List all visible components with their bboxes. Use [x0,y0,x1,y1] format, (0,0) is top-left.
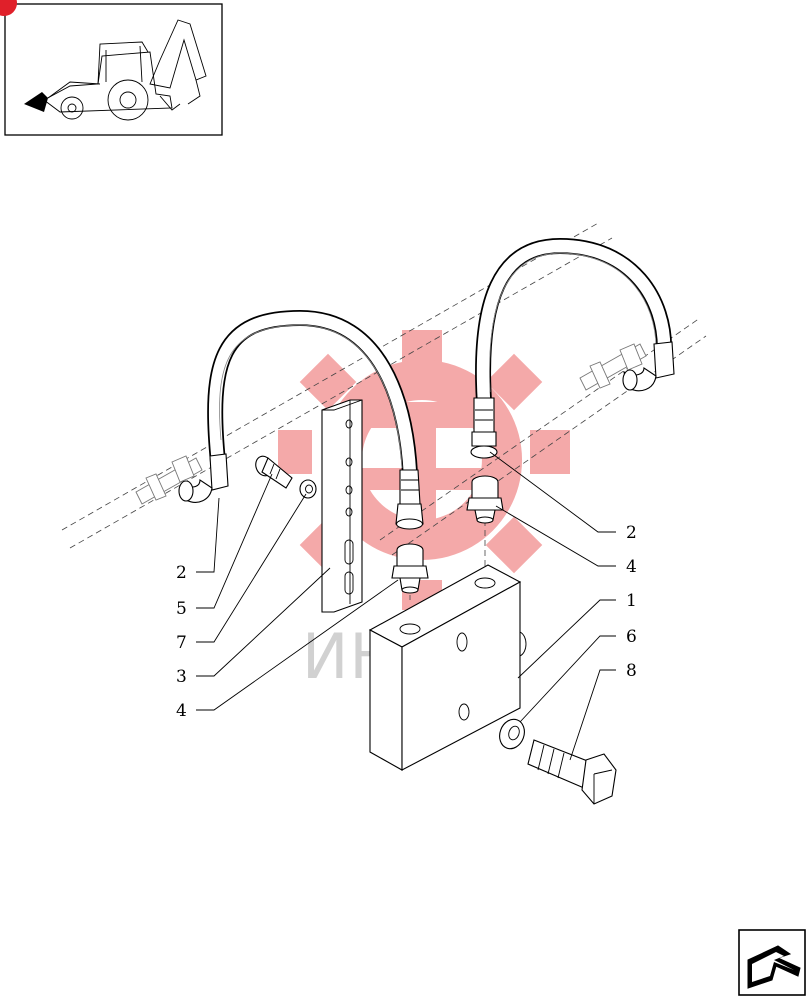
adapter-fitting-right[interactable] [466,475,504,524]
hydraulic-hose-left[interactable] [178,309,424,530]
bracket-plate[interactable] [321,399,363,613]
callout-2-left: 2 [176,563,187,583]
callout-3: 3 [176,667,187,687]
callout-2-right: 2 [626,523,637,543]
adapter-fitting-left[interactable] [391,543,429,594]
callout-4-left: 4 [176,701,187,721]
callout-numbers: 2 5 7 3 4 2 4 1 6 8 [176,523,637,721]
red-marker-icon [0,0,17,16]
valve-block[interactable] [368,564,527,771]
ghost-pipe-right [579,343,647,391]
leader-lines [196,451,616,761]
callout-5: 5 [176,599,187,619]
hex-screw-8[interactable] [527,739,617,805]
callout-4-right: 4 [626,557,637,577]
thumbnail-panel[interactable] [0,0,223,136]
callout-7: 7 [176,633,187,653]
screw-5[interactable] [253,454,293,489]
ghost-pipe-left [135,455,203,505]
washer-7[interactable] [299,479,317,499]
callout-6: 6 [626,627,637,647]
backhoe-loader-icon [24,19,207,121]
hydraulic-hose-right[interactable] [470,237,675,459]
callout-8: 8 [626,661,637,681]
washer-6[interactable] [496,716,529,752]
callout-1: 1 [626,591,637,611]
next-page-arrow-icon[interactable] [738,929,806,996]
